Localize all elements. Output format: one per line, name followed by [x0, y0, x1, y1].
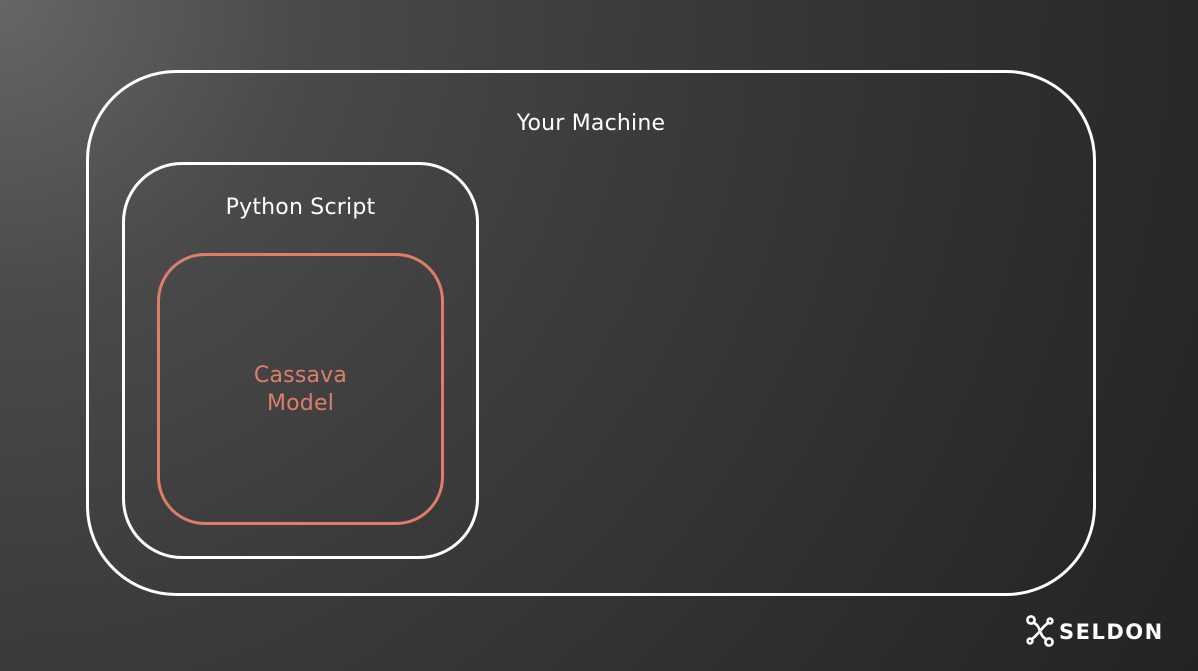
- cassava-model-container: [157, 253, 444, 525]
- cassava-model-label-line2: Model: [266, 391, 335, 416]
- seldon-logo: SELDON: [1025, 614, 1179, 648]
- svg-text:SELDON: SELDON: [1059, 620, 1164, 642]
- seldon-logo-wordmark: SELDON: [1059, 620, 1164, 642]
- cassava-model-label: Cassava Model: [157, 362, 444, 418]
- python-script-label: Python Script: [225, 195, 376, 220]
- your-machine-container: [86, 70, 1096, 596]
- seldon-logo-icon: [1026, 615, 1054, 647]
- your-machine-label: Your Machine: [516, 111, 666, 136]
- cassava-model-label-line1: Cassava: [253, 363, 348, 388]
- python-script-container: [122, 162, 479, 559]
